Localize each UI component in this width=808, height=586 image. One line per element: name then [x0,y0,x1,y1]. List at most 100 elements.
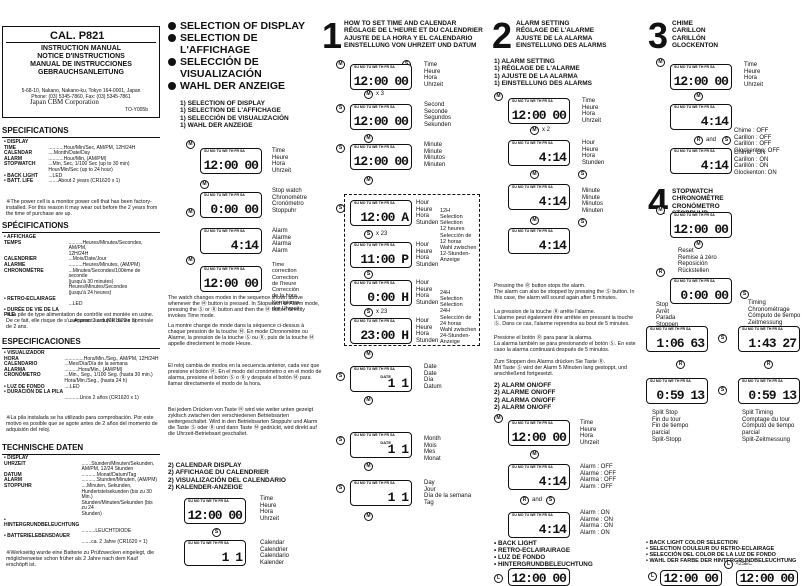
m-button-icon[interactable]: M [364,512,373,521]
label-seconds: Second Seconde Segundos Sekunden [424,102,452,129]
m-button-icon[interactable]: M [530,216,539,225]
s-button-icon[interactable]: S [212,528,221,537]
m-button-icon[interactable]: M [494,414,503,423]
s-button-icon[interactable]: S [336,436,345,445]
s-button-icon[interactable]: S [364,270,373,279]
m-button-icon[interactable]: M [186,140,195,149]
m-button-icon[interactable]: M [364,176,373,185]
m-button-icon[interactable]: M [694,92,703,101]
specs-fr-table: • AFFICHAGE TEMPS..........Heures/Minute… [4,234,143,324]
alarm-setting-title: ALARM SETTING RÉGLAGE DE L'ALARME AJUSTE… [516,20,607,49]
m-button-icon[interactable]: M [494,92,503,101]
alarm-off-lines: Alarm : OFF Alarme : OFF Alarma : OFF Al… [580,464,617,491]
label-stop: Stop Arrêt Parada Stoppen [656,302,678,328]
header-divider [6,42,156,43]
body-en: The watch changes modes in the sequence … [168,295,320,319]
m-button-icon[interactable]: M [530,126,539,135]
s-button-icon[interactable]: S [546,496,555,505]
s-button-icon[interactable]: S [336,484,345,493]
hour-selection-group [344,194,480,346]
s-button-icon[interactable]: S [578,170,587,179]
s-button-icon[interactable]: S [718,334,727,343]
chime-off-lines: Chime : OFF Carillon : OFF Carillón : OF… [734,128,780,155]
label-time: Time Heure Hora Uhrzeit [424,62,444,89]
specs-de-table: • DISPLAY UHRZEIT.......Stunden/Minuten/… [4,455,158,545]
x23-label: x 23 [376,309,388,315]
m-button-icon[interactable]: M [364,134,373,143]
m-button-icon[interactable]: M [364,350,373,359]
r-button-icon[interactable]: R [520,496,529,505]
s-button-icon[interactable]: S [336,144,345,153]
m-button-icon[interactable]: M [364,90,373,99]
s-button-icon[interactable]: S [364,308,373,317]
l-button-icon[interactable]: L [724,560,733,569]
lcd-backlight-3: 12:00 00 [736,570,798,586]
specs-es-title: ESPECIFICACIONES [2,337,81,346]
label-alarm: Alarm Alarme Alarma Alarm [272,228,292,255]
s-button-icon[interactable]: S [578,218,587,227]
label-hour-a: Hour Heure Hora Stunden [416,200,439,227]
m-button-icon[interactable]: M [186,256,195,265]
r-button-icon[interactable]: R [694,136,703,145]
label-hour: Hour Heure Hora Stunden [582,140,605,167]
label-split-timing: Split Timing Comptage du tour Cómputo de… [742,410,795,443]
s-button-icon[interactable]: S [364,230,373,239]
m-button-icon[interactable]: M [364,462,373,471]
label-day: Day Jour Día de la semana Tag [424,480,472,507]
bullet-icon [168,34,176,42]
company-address: 5-68-10, Nakano, Nakano-ku, Tokyo 164-00… [21,88,141,100]
l-button-icon[interactable]: L [648,572,657,581]
label-time: Time Heure Hora Uhrzeit [744,62,764,89]
r-button-icon[interactable]: R [764,360,773,369]
specs-es-table: • VISUALIZADOR HORA..............Hora/Mi… [4,350,159,401]
label-time: Time Heure Hora Uhrzeit [272,148,292,175]
lcd-backlight-1: 12:00 00 [508,568,570,586]
m-button-icon[interactable]: M [364,396,373,405]
chime-on-lines: Chime : ON Carillon : ON Carillón : ON G… [734,150,777,177]
m-button-icon[interactable]: M [694,240,703,249]
l-button-icon[interactable]: L [494,574,503,583]
body-de: Bei jedem Drücken von Taste Ⓜ wird wie w… [168,407,318,437]
section-number-1: 1 [322,15,343,56]
s-button-icon[interactable]: S [336,104,345,113]
label-24h: 24H Selection Sélection 24H Selección de… [440,290,477,346]
m-button-icon[interactable]: M [656,206,665,215]
s-button-icon[interactable]: S [336,372,345,381]
m-button-icon[interactable]: M [530,170,539,179]
section-number-3: 3 [648,15,669,56]
label-date: Date Date Día Datum [424,364,442,391]
label-hour-d: Hour Heure Hora Stunden [416,318,439,345]
header-box [2,26,160,118]
m-button-icon[interactable]: M [530,450,539,459]
bullet-icon [168,58,176,66]
r-button-icon[interactable]: R [656,268,665,277]
manual-titles: INSTRUCTION MANUAL NOTICE D'INSTRUCTIONS… [30,45,132,77]
m-button-icon[interactable]: M [656,58,665,67]
display-selection-title: SELECTION OF DISPLAY SELECTION DE L'AFFI… [180,20,306,93]
chime-title: CHIME CARILLON CARILLÓN GLOCKENTON [672,20,719,49]
alarm-text-en: Pressing the Ⓡ button stops the alarm. T… [494,283,635,301]
specs-fr-title: SPÉCIFICATIONS [2,221,69,230]
s-button-icon[interactable]: S [336,204,345,213]
alarm-sub2: 2) ALARM ON/OFF 2) ALARME ON/OFF 2) ALAR… [494,382,556,411]
r-button-icon[interactable]: R [676,360,685,369]
m-button-icon[interactable]: M [186,208,195,217]
m-x2: x 2 [542,127,551,133]
s-button-icon[interactable]: S [722,136,731,145]
m-button-icon[interactable]: M [336,60,345,69]
m-button-icon[interactable]: M [200,180,209,189]
s-button-icon[interactable]: S [718,386,727,395]
s-button-icon[interactable]: S [740,290,749,299]
